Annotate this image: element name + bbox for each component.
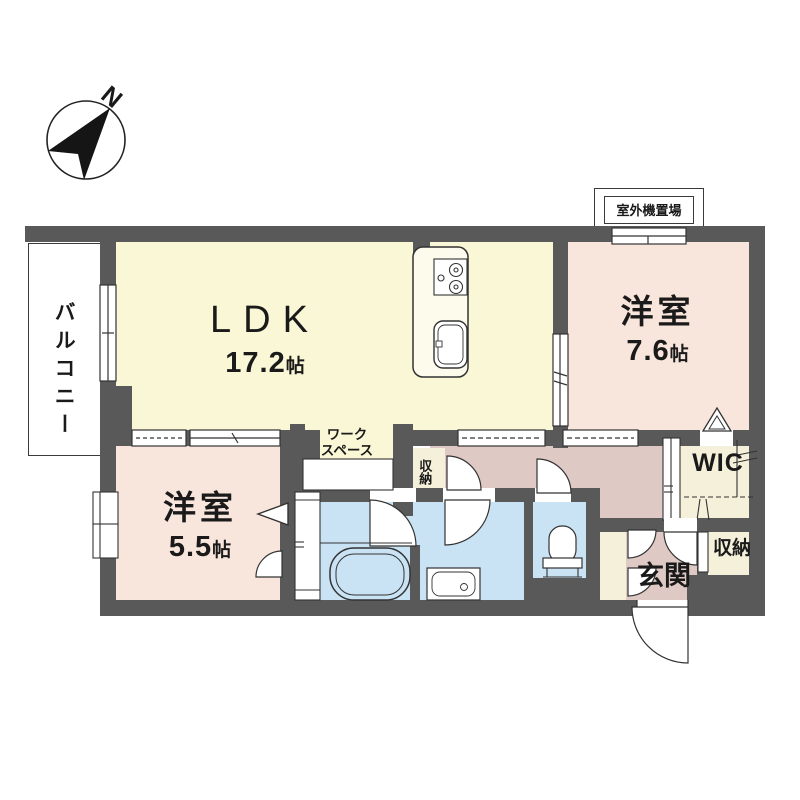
- kitchen-sink-icon: [433, 320, 468, 369]
- room-bedroom-right-floor: [558, 234, 753, 446]
- shoe-cabinet: [596, 528, 626, 602]
- bedroom-right-label: 洋室: [620, 293, 695, 330]
- wall-top: [25, 226, 765, 242]
- room-ldk-floor: [108, 234, 558, 446]
- hall-storage-label: 収納: [417, 459, 433, 485]
- outdoor-unit-label: 室外機置場: [604, 196, 694, 224]
- door-swing-shoe-upper: [627, 529, 657, 559]
- wall-entrance-top: [588, 518, 664, 532]
- ldk-area-label: 17.2帖: [165, 347, 365, 380]
- bedroom-left-label: 洋室: [163, 489, 237, 526]
- hall-storage-floor: [411, 448, 445, 492]
- bedroom-right-area-unit: 帖: [669, 344, 689, 365]
- wall-hall-b: [545, 430, 563, 446]
- toilet-icon: [542, 525, 583, 578]
- wall-hall-a: [413, 430, 458, 446]
- wall-winrow-b: [186, 430, 190, 446]
- wic-floor: [680, 436, 755, 520]
- bedroom-left-area: 5.5帖: [120, 531, 280, 564]
- door-swing-bathroom: [369, 499, 417, 547]
- door-thresholds: [370, 488, 697, 616]
- workspace-counter: [302, 458, 394, 491]
- window-bedroom-right: [611, 227, 687, 245]
- pipe-space-boxes: [92, 491, 119, 559]
- compass-icon: [46, 100, 126, 180]
- balcony-area: [28, 243, 102, 456]
- wall-bottom-right: [687, 575, 765, 616]
- bedroom-left-sliding-door: [294, 491, 321, 601]
- stove-icon: [433, 258, 468, 296]
- wall-toilet-bottom: [524, 578, 600, 602]
- workspace-label: ワーク スペース: [296, 427, 398, 459]
- wic-sliding-door: [662, 437, 681, 521]
- wall-ldk-divider-top: [553, 242, 568, 334]
- door-swing-toilet: [536, 458, 572, 494]
- balcony-label: バルコニー: [52, 301, 76, 441]
- bedroom-left-area-value: 5.5: [168, 531, 213, 563]
- wall-toilet-left: [524, 495, 533, 580]
- wall-hall-c: [638, 430, 664, 446]
- ldk-label: LDK: [210, 299, 320, 341]
- wall-ldk-jog: [116, 386, 132, 430]
- wall-hall-e: [733, 430, 754, 446]
- wic-interior-marks: [684, 440, 758, 521]
- sliding-door-hall-ldk: [457, 429, 546, 447]
- door-swings: [255, 455, 698, 664]
- workspace-label-line2: スペース: [320, 443, 374, 459]
- door-swing-washroom: [444, 499, 491, 546]
- wall-winrow-a: [116, 430, 132, 446]
- bathtub-icon: [320, 542, 412, 601]
- sliding-direction-arrow: [255, 501, 289, 527]
- sliding-door-hall-bedroom: [562, 429, 639, 447]
- folding-door-wic: [700, 406, 733, 446]
- wall-bottom-left: [100, 600, 637, 616]
- washbasin-icon: [426, 567, 481, 601]
- door-swing-entrance: [631, 606, 689, 664]
- bedroom-right-area-value: 7.6: [626, 335, 670, 367]
- wic-label: WIC: [692, 449, 744, 477]
- ldk-area-value: 17.2: [225, 347, 286, 379]
- window-ldk-55-b: [189, 429, 281, 447]
- door-swing-bedroom-left: [255, 550, 283, 578]
- workspace-label-line1: ワーク: [326, 427, 368, 442]
- door-swing-hall-storage: [446, 455, 482, 491]
- bedroom-left-area-unit: 帖: [212, 540, 232, 561]
- entry-storage-floor: [708, 530, 756, 575]
- entrance-label: 玄関: [637, 561, 691, 591]
- door-swing-hall-entrance: [663, 531, 698, 566]
- wall-wic-bottom: [697, 518, 754, 532]
- bedroom-right-area: 7.6帖: [575, 335, 740, 368]
- ldk-area-unit: 帖: [285, 356, 305, 377]
- window-balcony-door: [99, 284, 117, 382]
- entry-storage-label: 収納: [712, 538, 751, 559]
- door-swing-shoe-lower: [627, 567, 657, 597]
- entry-storage-door: [697, 531, 709, 573]
- opening-ldk-bedroom: [552, 333, 569, 427]
- wall-bath-top-b: [416, 488, 443, 502]
- kitchen-counter: [412, 246, 469, 378]
- wall-ws-left: [290, 424, 305, 490]
- wall-bath-divider: [410, 545, 420, 602]
- window-ldk-55-a: [131, 429, 187, 447]
